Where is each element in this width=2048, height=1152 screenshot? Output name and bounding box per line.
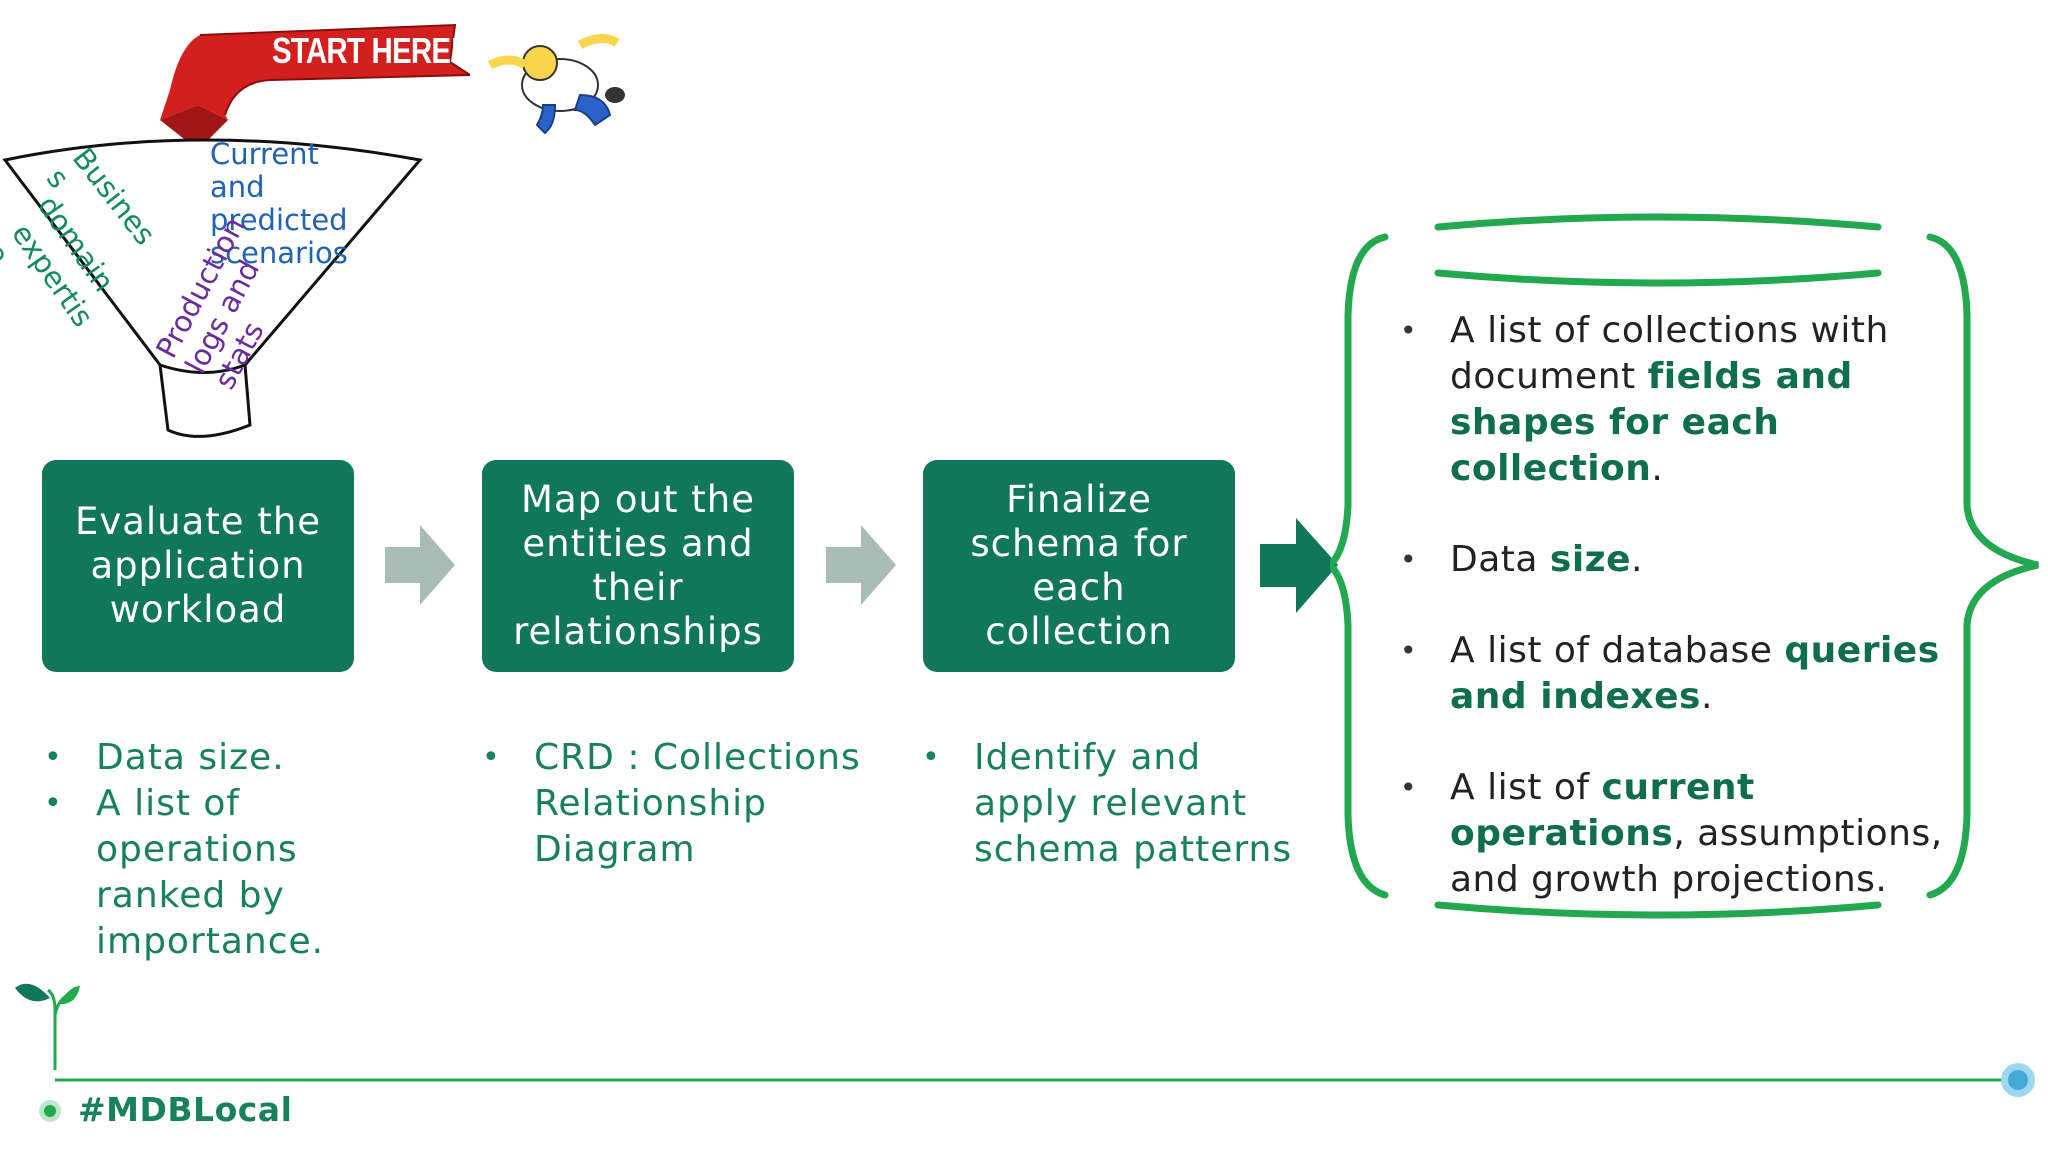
list-item: A list of operations ranked by importanc… [44, 781, 344, 965]
funnel [2, 138, 423, 438]
output-item: A list of current operations, assumption… [1400, 765, 1960, 903]
step-evaluate-workload: Evaluate the application workload [42, 460, 354, 672]
step-finalize-schema: Finalize schema for each collection [923, 460, 1235, 672]
arrow-right-icon [826, 525, 896, 605]
step-map-entities: Map out the entities and their relations… [482, 460, 794, 672]
arrow-right-icon [385, 525, 455, 605]
step-1-bullets: Data size. A list of operations ranked b… [44, 735, 344, 965]
step-3-bullets: Identify and apply relevant schema patte… [922, 735, 1302, 873]
footer-timeline [39, 988, 2035, 1122]
step-2-bullets: CRD : Collections Relationship Diagram [482, 735, 862, 873]
funnel-item-scenarios: Current and predicted scenarios [210, 137, 348, 270]
output-item: Data size. [1400, 537, 1960, 583]
list-item: Identify and apply relevant schema patte… [922, 735, 1302, 873]
output-item: A list of collections with document fiel… [1400, 308, 1960, 492]
step-label: Map out the entities and their relations… [513, 478, 763, 653]
start-here-label: START HERE! [272, 30, 460, 71]
list-item: CRD : Collections Relationship Diagram [482, 735, 862, 873]
hashtag-label: #MDBLocal [78, 1090, 293, 1129]
sprout-icon [15, 983, 80, 1005]
output-list: A list of collections with document fiel… [1400, 308, 1960, 948]
output-item: A list of database queries and indexes. [1400, 628, 1960, 720]
arrow-output-icon [1260, 518, 1338, 613]
step-label: Finalize schema for each collection [970, 478, 1188, 653]
homer-character [487, 34, 625, 135]
start-here-arrow [160, 23, 470, 140]
list-item: Data size. [44, 735, 344, 781]
step-label: Evaluate the application workload [74, 500, 322, 631]
output-brackets [1330, 213, 2039, 919]
